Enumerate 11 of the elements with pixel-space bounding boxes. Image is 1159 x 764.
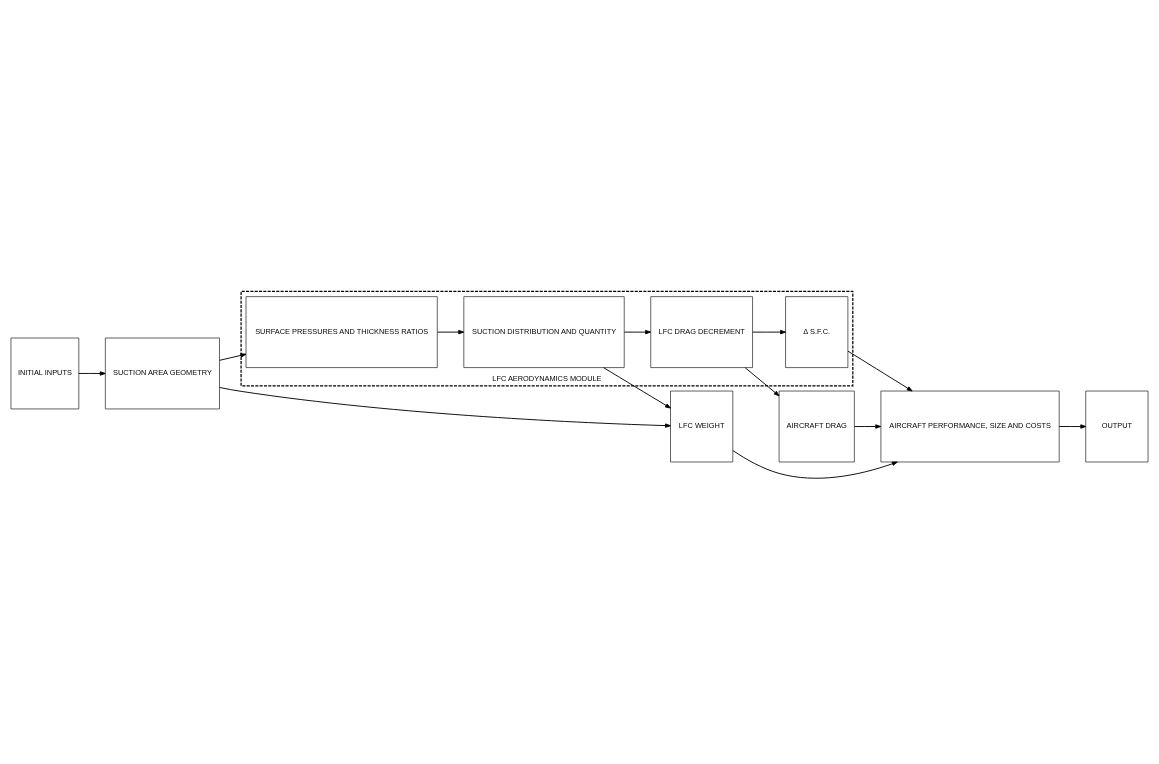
arrow — [744, 366, 780, 396]
arrow — [437, 329, 465, 334]
arrow — [854, 423, 882, 429]
arrow — [219, 352, 247, 361]
arrow — [1058, 423, 1087, 429]
arrow — [78, 370, 106, 376]
arrow — [732, 449, 898, 479]
arrow — [752, 329, 786, 334]
arrow — [624, 329, 652, 334]
arrow — [219, 386, 671, 428]
arrow — [847, 350, 913, 391]
